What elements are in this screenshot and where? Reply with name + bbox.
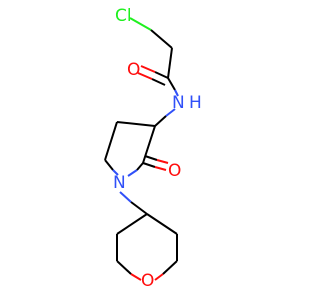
- bond-c-o-double: [154, 71, 169, 79]
- bond-c-o-double: [142, 162, 156, 168]
- atom-n-amide: N: [172, 93, 185, 113]
- bond-ring: [112, 169, 119, 176]
- bond-c-c: [167, 47, 173, 79]
- bond-c-n: [174, 89, 179, 97]
- atom-o-amide: O: [127, 60, 140, 80]
- bond-ring: [127, 169, 138, 177]
- bond-ring: [162, 260, 178, 275]
- bond-c-o-double: [156, 159, 169, 164]
- bond-c-o-double: [154, 166, 167, 171]
- bond-c-o-double: [140, 65, 156, 73]
- bond-c-o-double: [137, 72, 153, 80]
- molecule-diagram: Cl O N H O N O: [104, 6, 202, 291]
- bond-ring: [104, 121, 118, 161]
- bond-c-o-double: [151, 78, 166, 86]
- bond-ring: [104, 159, 114, 171]
- bond-cl-c: [150, 29, 173, 49]
- bond-n-c: [154, 115, 167, 127]
- bond-ring: [136, 162, 144, 171]
- bond-ring: [146, 213, 178, 235]
- bond-ring: [116, 121, 156, 127]
- atom-h-amide: H: [189, 93, 202, 113]
- structure-canvas: Cl O N H O N O: [104, 6, 202, 291]
- atom-labels: Cl O N H O N O: [113, 6, 202, 291]
- bonds: [104, 17, 179, 281]
- atom-o-lactam: O: [168, 161, 181, 181]
- atom-o-oxane: O: [141, 271, 154, 291]
- bond-n-c: [165, 108, 176, 117]
- bond-cl-c: [129, 17, 152, 31]
- atom-n-ring: N: [113, 173, 126, 193]
- bond-ring: [116, 260, 132, 275]
- bond-c-n: [167, 77, 176, 91]
- atom-cl: Cl: [115, 6, 132, 26]
- bond-ring: [130, 273, 142, 281]
- bond-ring: [154, 273, 164, 281]
- bond-ring: [116, 213, 148, 235]
- bond-n-c: [130, 201, 148, 215]
- bond-n-c: [119, 191, 132, 203]
- bond-c-o-double: [144, 155, 158, 161]
